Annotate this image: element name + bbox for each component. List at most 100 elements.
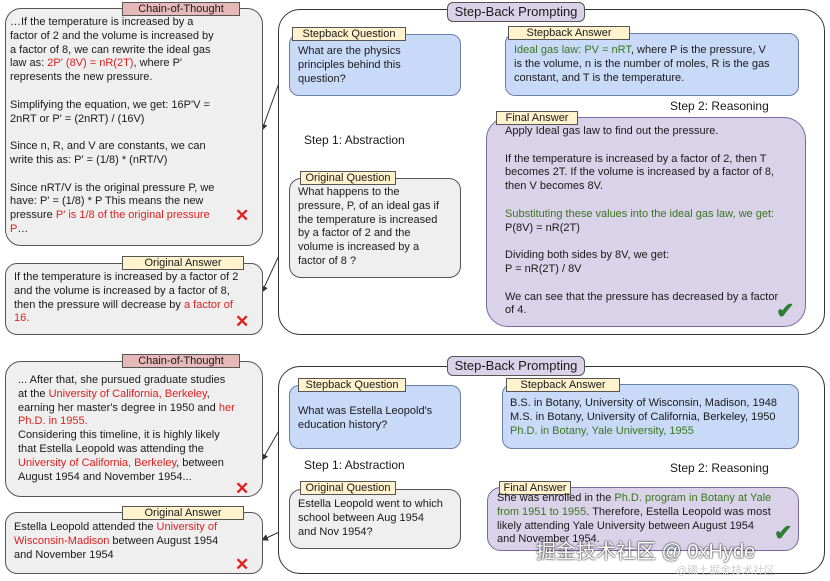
original-answer-text: Estella Leopold attended the University … [14, 521, 260, 562]
text-line: Substituting these values into the ideal… [505, 207, 775, 220]
original-answer-box [5, 263, 263, 335]
step1-abstraction: Step 1: Abstraction [304, 133, 405, 147]
text-line: University of California, Berkeley, betw… [18, 456, 224, 469]
text-line: the temperature is increased [298, 213, 438, 226]
text-line [10, 126, 262, 140]
stepback-answer-label: Stepback Answer [508, 26, 630, 40]
text-line: earning her master's degree in 1950 and … [18, 401, 235, 414]
text-line: then V becomes 8V. [505, 180, 604, 193]
text-line: law as: 2P' (8V) = nR(2T), where P' [10, 57, 183, 70]
text-line: education history? [298, 418, 388, 431]
final-answer-box [486, 117, 806, 327]
text-line: then the pressure will decrease by a fac… [14, 298, 233, 311]
text-line: Apply Ideal gas law to find out the pres… [505, 125, 719, 137]
stepback-answer-label: Stepback Answer [506, 378, 620, 392]
wrong-x-icon: ✕ [235, 479, 250, 498]
text-line: is the volume, n is the number of moles,… [514, 57, 770, 70]
text-line: becomes 2T. If the volume is increased b… [505, 166, 775, 179]
text-line [505, 194, 805, 208]
text-line: by a factor of 2 and the [298, 227, 411, 240]
text-line: question? [298, 72, 346, 85]
text-line: that Estella Leopold was attending the [18, 442, 204, 455]
text-line: from 1951 to 1955. Therefore, Estella Le… [497, 505, 771, 518]
step-back-title: Step-Back Prompting [447, 356, 585, 376]
text-line [505, 235, 805, 249]
text-line [505, 139, 805, 153]
text-line: volume is increased by a [298, 241, 420, 254]
text-line: Estella Leopold attended the University … [14, 521, 218, 533]
original-answer-label: Original Answer [122, 256, 244, 270]
text-line: ... After that, she pursued graduate stu… [18, 374, 226, 386]
original-question-label: Original Question [300, 481, 396, 495]
text-line: Dividing both sides by 8V, we get: [505, 249, 670, 262]
chain-of-thought-label: Chain-of-Thought [122, 354, 240, 368]
text-line: If the temperature is increased by a fac… [14, 271, 239, 283]
step1-abstraction: Step 1: Abstraction [304, 458, 405, 472]
text-line: principles behind this [298, 58, 401, 71]
text-line: 2nRT or P' = (2nRT) / (16V) [10, 112, 145, 125]
text-line: She was enrolled in the Ph.D. program in… [497, 492, 772, 504]
text-line: Simplifying the equation, we get: 16P'V … [10, 98, 210, 111]
original-answer-text: If the temperature is increased by a fac… [14, 271, 260, 326]
text-line: Wisconsin-Madison between August 1954 [14, 534, 219, 547]
chain-of-thought-label: Chain-of-Thought [122, 2, 240, 16]
text-line: likely attending Yale University between… [497, 519, 755, 532]
chain-of-thought-box [5, 361, 263, 497]
correct-check-icon: ✔ [776, 298, 795, 323]
final-answer-label: Final Answer [496, 111, 578, 125]
text-line: Ph.D. in 1955. [18, 415, 88, 428]
watermark: 掘金技术社区 @ 0xHyde [536, 541, 756, 563]
final-answer-text: Apply Ideal gas law to find out the pres… [505, 125, 805, 318]
text-line: …If the temperature is increased by a [10, 16, 194, 28]
wrong-x-icon: ✕ [235, 206, 250, 225]
text-line: constant, and T is the temperature. [514, 71, 685, 84]
text-line: Since n, R, and V are constants, we can [10, 140, 206, 153]
step-back-title: Step-Back Prompting [447, 2, 585, 22]
text-line: What was Estella Leopold's [298, 405, 433, 417]
text-line [505, 277, 805, 291]
chain-of-thought-box [5, 8, 263, 246]
text-line: and November 1954. [497, 533, 600, 546]
text-line: and November 1954 [14, 548, 114, 561]
text-line: and Nov 1954? [298, 525, 373, 538]
text-line [10, 85, 262, 99]
text-line: What happens to the [298, 186, 400, 198]
text-line: pressure P' is 1/8 of the original press… [10, 209, 210, 222]
original-question-label: Original Question [300, 171, 396, 185]
stepback-question-box [289, 385, 461, 449]
text-line: school between Aug 1954 [298, 511, 424, 524]
final-answer-text: She was enrolled in the Ph.D. program in… [497, 492, 799, 547]
text-line: of 4. [505, 304, 527, 317]
text-line: Considering this timeline, it is highly … [18, 429, 220, 442]
text-line: P… [10, 222, 29, 235]
chain-of-thought-text: ... After that, she pursued graduate stu… [18, 374, 262, 484]
text-line: write this as: P' = (1/8) * (nRT/V) [10, 153, 168, 166]
text-line: August 1954 and November 1954... [18, 470, 192, 483]
text-line: 16. [14, 312, 30, 325]
text-line [10, 168, 262, 182]
wrong-x-icon: ✕ [235, 312, 250, 331]
correct-check-icon: ✔ [774, 520, 793, 545]
text-line: We can see that the pressure has decreas… [505, 290, 779, 303]
stepback-answer-box [505, 33, 799, 96]
text-line: factor of 2 and the volume is increased … [10, 29, 214, 42]
text-line: P(8V) = nR(2T) [505, 221, 580, 234]
text-line: Estella Leopold went to which [298, 498, 443, 510]
watermark-small: @稀土掘金技术社区 [676, 565, 776, 577]
text-line: pressure, P, of an ideal gas if [298, 199, 440, 212]
text-line: B.S. in Botany, University of Wisconsin,… [510, 397, 777, 409]
step2-reasoning: Step 2: Reasoning [670, 461, 769, 475]
stepback-question-label: Stepback Question [298, 378, 406, 392]
text-line: What are the physics [298, 45, 401, 57]
text-line: P = nR(2T) / 8V [505, 262, 582, 275]
text-line: at the University of California, Berkele… [18, 387, 210, 400]
final-answer-box [487, 487, 799, 551]
stepback-answer-text: B.S. in Botany, University of Wisconsin,… [510, 397, 798, 438]
stepback-answer-box [502, 384, 799, 449]
text-line: M.S. in Botany, University of California… [510, 410, 776, 423]
wrong-x-icon: ✕ [235, 555, 250, 574]
